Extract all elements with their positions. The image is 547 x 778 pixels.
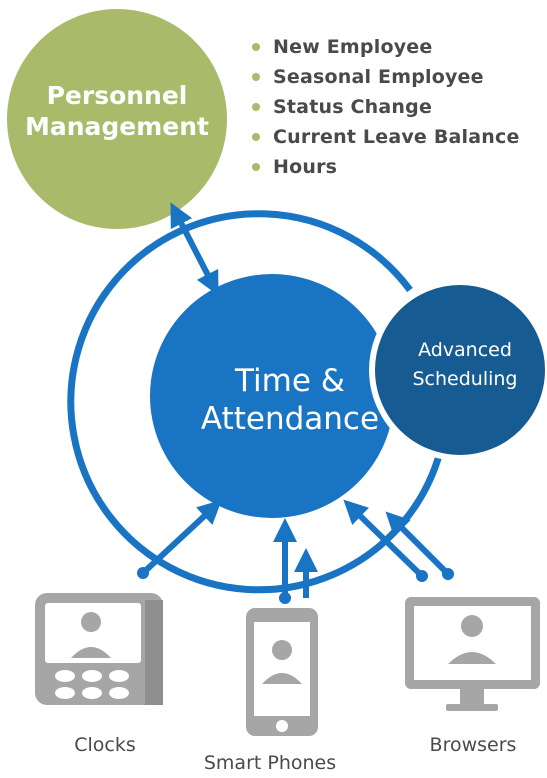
browsers-label: Browsers [429, 734, 517, 756]
bullet-text: Current Leave Balance [273, 126, 520, 148]
bullet-text: Status Change [273, 96, 433, 118]
as-title-line1: Advanced [418, 339, 512, 361]
advanced-scheduling-circle [369, 279, 547, 461]
browsers-arrow-left-dot [416, 570, 428, 582]
bullet-dot-icon [252, 163, 260, 171]
as-title-line2: Scheduling [412, 368, 518, 390]
personnel-bullet-list: New Employee Seasonal Employee Status Ch… [252, 32, 520, 182]
ta-title-line2: Attendance [200, 401, 380, 437]
phones-arrow-left-dot [279, 592, 291, 604]
bullet-item: Status Change [252, 92, 520, 122]
personnel-management-circle [7, 9, 227, 229]
ta-title-line1: Time & [235, 363, 345, 399]
browsers-arrow-left [343, 499, 425, 579]
pm-title-line2: Management [24, 112, 210, 141]
bullet-text: Hours [273, 156, 338, 178]
clocks-arrow [140, 499, 222, 576]
bullet-dot-icon [252, 103, 260, 111]
double-arrow [170, 202, 219, 296]
monitor-icon [405, 597, 540, 711]
bullet-item: Seasonal Employee [252, 62, 520, 92]
bullet-dot-icon [252, 133, 260, 141]
smart-phones-label: Smart Phones [203, 752, 337, 774]
bullet-item: New Employee [252, 32, 520, 62]
time-attendance-circle [150, 274, 394, 518]
clocks-arrow-dot [137, 567, 149, 579]
browsers-arrow-right-dot [442, 568, 454, 580]
bullet-item: Current Leave Balance [252, 122, 520, 152]
bullet-item: Hours [252, 152, 520, 182]
bullet-text: Seasonal Employee [273, 66, 484, 88]
bullet-dot-icon [252, 73, 260, 81]
time-attendance-title: Time & Attendance [160, 362, 420, 438]
pm-title-line1: Personnel [46, 81, 188, 110]
outer-ring [67, 210, 444, 594]
clocks-label: Clocks [74, 734, 136, 756]
personnel-management-title: Personnel Management [22, 80, 212, 142]
clock-terminal-icon [35, 593, 163, 705]
browsers-arrow-right [385, 511, 451, 577]
advanced-scheduling-title: Advanced Scheduling [380, 336, 547, 394]
bullet-dot-icon [252, 43, 260, 51]
bullet-text: New Employee [273, 36, 433, 58]
smart-phone-icon [246, 608, 318, 736]
